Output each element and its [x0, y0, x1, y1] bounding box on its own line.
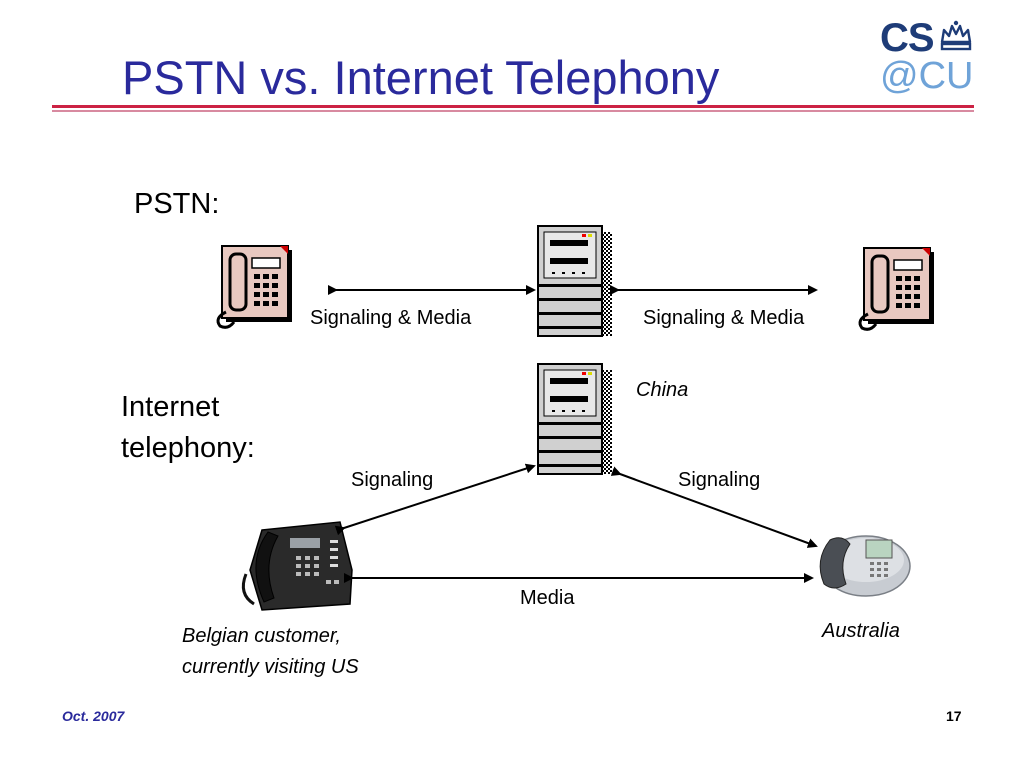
ip-desk-phone-icon — [241, 521, 353, 611]
crown-icon — [940, 20, 972, 51]
server-location-label: China — [636, 379, 689, 401]
page-number: 17 — [946, 708, 962, 724]
cs-cu-logo: CS @CU — [876, 14, 976, 97]
pstn-right-phone-icon — [858, 247, 934, 331]
right-signaling-label: Signaling — [678, 469, 761, 491]
internet-right-signaling-arrow — [610, 466, 818, 548]
left-signaling-label: Signaling — [351, 469, 434, 491]
internet-telephony-label-line2: telephony: — [121, 432, 255, 464]
internet-server-icon — [537, 363, 612, 475]
media-label: Media — [520, 587, 575, 609]
pstn-left-phone-icon — [216, 245, 292, 329]
pstn-right-link-label: Signaling & Media — [643, 307, 805, 329]
pstn-left-link-label: Signaling & Media — [310, 307, 472, 329]
right-caption: Australia — [822, 620, 900, 642]
title-divider-secondary — [52, 110, 974, 112]
ip-phone-australia-icon — [819, 535, 911, 597]
pstn-label: PSTN: — [134, 188, 220, 220]
title-divider — [52, 105, 974, 108]
left-caption-line2: currently visiting US — [182, 656, 359, 678]
pstn-switch-server-icon — [537, 225, 612, 337]
footer-date: Oct. 2007 — [62, 708, 125, 724]
slide-title: PSTN vs. Internet Telephony — [122, 51, 720, 104]
logo-cu-text: @CU — [880, 55, 974, 97]
internet-telephony-label-line1: Internet — [121, 391, 220, 423]
logo-cs-text: CS — [880, 16, 935, 60]
internet-left-signaling-arrow — [334, 463, 536, 536]
left-caption-line1: Belgian customer, — [182, 625, 341, 647]
